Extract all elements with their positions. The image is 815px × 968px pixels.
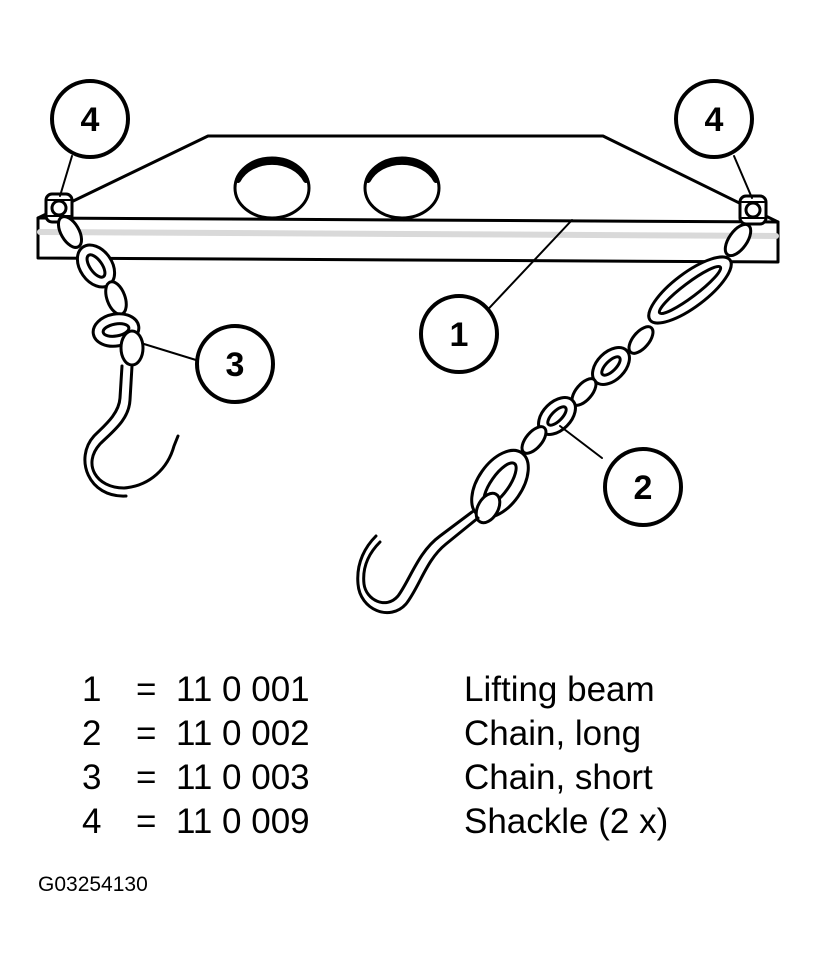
legend-description: Lifting beam [464, 670, 655, 709]
callout-3-label: 3 [226, 346, 245, 384]
callout-1: 1 [419, 294, 499, 374]
beam-hole-right [363, 156, 441, 220]
callout-3: 3 [195, 324, 275, 404]
lifting-beam-illustration: 4 4 1 3 2 [36, 79, 780, 615]
legend-description: Chain, short [464, 758, 653, 797]
callout-1-label: 1 [450, 316, 469, 354]
callout-4-right: 4 [674, 79, 754, 159]
legend-row: 2 = 11 0 002 Chain, long [78, 712, 778, 756]
chain-long [356, 222, 753, 615]
legend-number: 2 [82, 714, 102, 753]
legend-equals: = [136, 802, 157, 841]
legend-number: 4 [82, 802, 102, 841]
legend-description: Chain, long [464, 714, 642, 753]
shackle-right [738, 194, 768, 226]
beam-hole-left [233, 156, 311, 220]
chain-short [56, 215, 180, 498]
lifting-beam [36, 134, 780, 264]
legend-number: 3 [82, 758, 102, 797]
legend-part-number: 11 0 003 [176, 758, 310, 797]
legend-number: 1 [82, 670, 102, 709]
legend-equals: = [136, 714, 157, 753]
legend-row: 3 = 11 0 003 Chain, short [78, 756, 778, 800]
legend-description: Shackle (2 x) [464, 802, 669, 841]
figure-id: G03254130 [38, 873, 148, 896]
legend-equals: = [136, 670, 157, 709]
callout-4-left-label: 4 [81, 101, 100, 139]
legend-part-number: 11 0 002 [176, 714, 310, 753]
parts-legend: 1 = 11 0 001 Lifting beam 2 = 11 0 002 C… [78, 668, 778, 844]
legend-row: 1 = 11 0 001 Lifting beam [78, 668, 778, 712]
legend-equals: = [136, 758, 157, 797]
callout-2: 2 [603, 447, 683, 527]
legend-part-number: 11 0 009 [176, 802, 310, 841]
legend-part-number: 11 0 001 [176, 670, 310, 709]
callout-4-right-label: 4 [705, 101, 724, 139]
callout-2-label: 2 [634, 469, 653, 507]
callout-4-left: 4 [50, 79, 130, 159]
legend-row: 4 = 11 0 009 Shackle (2 x) [78, 800, 778, 844]
